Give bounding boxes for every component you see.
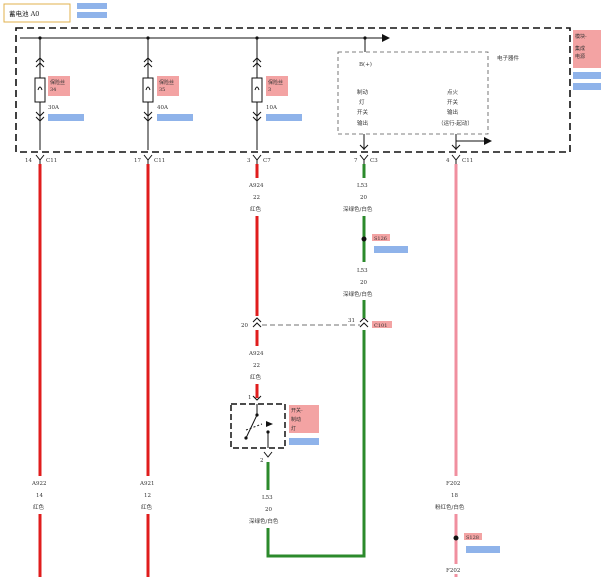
switch-tag-bg: [289, 405, 319, 433]
wire-l53-color-3: 深绿色/白色: [249, 517, 279, 525]
module-right-3: 输出: [447, 108, 458, 116]
switch-tag: 开关-制动灯: [291, 407, 303, 432]
fuse-1: [34, 36, 46, 150]
fuse-3-rating: 10A: [266, 105, 278, 111]
fuse-1-rating: 30A: [48, 105, 60, 111]
fuse-icon: [34, 77, 46, 103]
wire-a924-gauge: 22: [253, 195, 260, 201]
c101-tag: C101: [374, 323, 387, 329]
ref-highlight: [573, 72, 601, 79]
wire-a924-gauge-2: 22: [253, 363, 260, 369]
ref-highlight: [573, 83, 601, 90]
module-right-1: 点火: [447, 89, 459, 96]
fuse-1-tag-bg: [48, 76, 70, 96]
wire-l53-color: 深绿色/白色: [343, 205, 373, 213]
pin-17: 17: [134, 158, 141, 164]
connector-row: [35, 154, 461, 164]
ref-highlight: [157, 114, 193, 121]
module-left-2: 灯: [359, 98, 365, 106]
fuse-icon: [142, 77, 154, 103]
fuse-2-tag-bg: [157, 76, 179, 96]
switch-top-pin: 1: [248, 395, 252, 401]
c101-left-pin: 20: [241, 323, 248, 329]
c101-right-pin: 31: [348, 318, 355, 324]
splice-s126-tag: S126: [374, 236, 387, 242]
wire-a921-code: A921: [139, 481, 154, 487]
electronic-device-box: [337, 51, 489, 135]
ref-highlight: [77, 12, 107, 18]
battery-title: 蓄电池 A0: [9, 9, 39, 18]
fuse-3: [251, 36, 263, 150]
ref-highlight: [466, 546, 500, 553]
wire-a924-color-2: 红色: [250, 373, 262, 381]
wire-a924-code-2: A924: [248, 351, 264, 357]
wire-l53-code-2: L53: [357, 268, 368, 274]
conn-c11-c: C11: [462, 158, 473, 164]
wire-a922-gauge: 14: [36, 493, 43, 499]
wire-f202-color: 粉红色/白色: [435, 503, 465, 511]
module-left-4: 输出: [357, 119, 368, 127]
wire-a924-color: 红色: [250, 205, 262, 213]
wire-a922-color: 红色: [33, 503, 45, 511]
fuse-2-rating: 40A: [157, 105, 169, 111]
splice-s128-tag: S128: [466, 535, 479, 541]
splice-s128-tag-bg: [464, 533, 482, 540]
wire-a924-code: A924: [248, 183, 264, 189]
wire-l53-gauge-3: 20: [265, 507, 272, 513]
switch-icon: [244, 404, 273, 448]
fuse-icon: [251, 77, 263, 103]
module-title: 电子器件: [497, 54, 520, 62]
c101-right-chevron: [359, 317, 369, 328]
splice-s126-dot: [361, 236, 367, 242]
pin-7: 7: [354, 158, 358, 164]
module-corner-tag-bg: [573, 30, 601, 68]
module-bplus: B(+): [359, 61, 372, 68]
wire-f202-code: F202: [446, 481, 460, 487]
module-left-1: 制动: [357, 88, 369, 96]
ref-highlight: [374, 246, 408, 253]
splice-s128-dot: [453, 535, 459, 541]
ref-highlight: [289, 438, 319, 445]
wire-a921-color: 红色: [141, 503, 153, 511]
module-right-2: 开关: [447, 98, 459, 106]
c101-tag-bg: [372, 321, 392, 328]
module-corner-tag: 模块-集成电源: [575, 33, 587, 60]
module-left-3: 开关: [357, 108, 369, 116]
bus-arrow-icon: [382, 34, 390, 42]
conn-c11-a: C11: [46, 158, 57, 164]
conn-c7: C7: [263, 158, 271, 164]
switch-bottom-pin: 2: [260, 458, 264, 464]
battery-title-box: [3, 3, 71, 23]
conn-c11-b: C11: [154, 158, 165, 164]
splice-s126-tag-bg: [372, 234, 390, 241]
conn-c3: C3: [370, 158, 378, 164]
ref-highlight: [77, 3, 107, 9]
fuse-3-tag-bg: [266, 76, 288, 96]
wire-l53-code-3: L53: [262, 495, 273, 501]
power-module-outline: [15, 27, 571, 153]
ref-highlight: [266, 114, 302, 121]
module-right-4: （运行-起动）: [438, 119, 473, 127]
output-arrow-icon: [484, 137, 492, 145]
wire-l53-color-2: 深绿色/白色: [343, 290, 373, 298]
pin-4: 4: [446, 158, 450, 164]
wire-a921-gauge: 12: [144, 493, 151, 499]
pin-14: 14: [25, 158, 32, 164]
wire-f202-code-2: F202: [446, 568, 460, 574]
wire-l53-gauge: 20: [360, 195, 367, 201]
wire-l53-code: L53: [357, 183, 368, 189]
fuse-2: [142, 36, 154, 150]
c101-left-chevron: [252, 317, 262, 328]
wire-l53-gauge-2: 20: [360, 280, 367, 286]
wire-f202-gauge: 18: [451, 493, 458, 499]
ref-highlight: [48, 114, 84, 121]
pin-3: 3: [247, 158, 251, 164]
wire-a922-code: A922: [31, 481, 46, 487]
